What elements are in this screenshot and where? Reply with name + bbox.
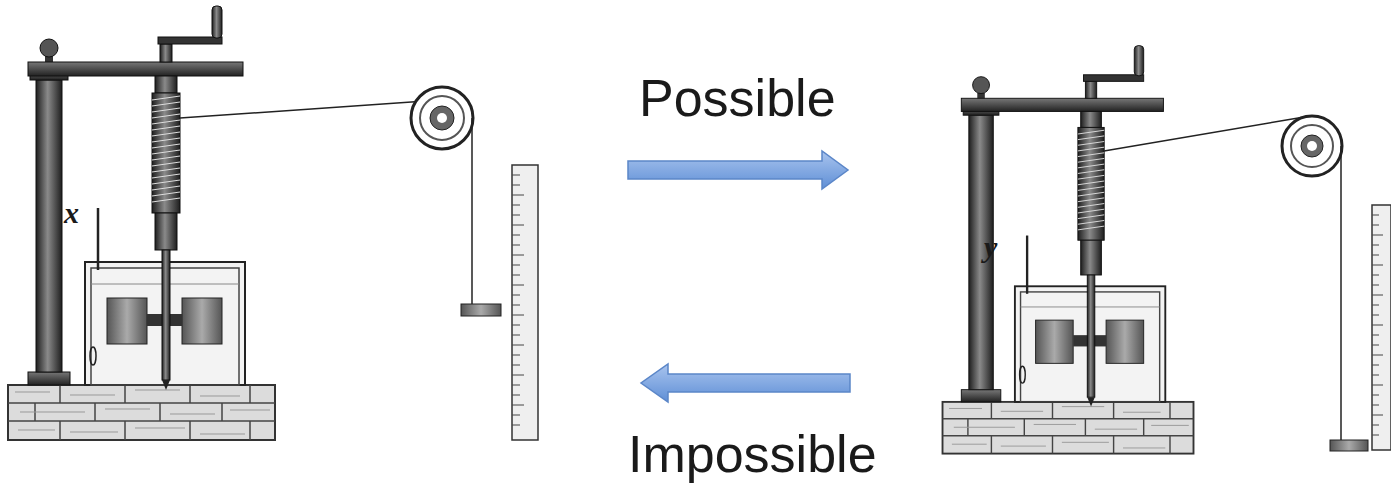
right-apparatus-part — [1104, 116, 1310, 151]
left-apparatus-part — [471, 118, 473, 304]
variable-label: y — [984, 232, 997, 262]
left-apparatus-part — [512, 175, 524, 425]
right-apparatus-part — [1330, 440, 1368, 451]
forward-arrow-part — [628, 151, 848, 189]
arrow-label: Possible — [639, 72, 836, 124]
left-apparatus-part — [420, 96, 464, 140]
left-apparatus-part — [437, 113, 447, 123]
left-apparatus — [8, 6, 538, 440]
backward-arrow — [641, 364, 850, 402]
right-apparatus-part — [1340, 146, 1342, 440]
right-apparatus-part — [1301, 135, 1323, 157]
right-apparatus-part-part — [943, 46, 1194, 454]
arrow-label: Impossible — [628, 428, 877, 480]
right-apparatus — [943, 46, 1391, 454]
right-apparatus-part — [1282, 116, 1342, 176]
right-apparatus-part — [1307, 141, 1317, 151]
left-apparatus-part — [430, 106, 454, 130]
left-apparatus-part — [180, 100, 440, 118]
variable-label: x — [64, 198, 79, 228]
backward-arrow-part — [641, 364, 850, 402]
left-apparatus-part — [411, 87, 473, 149]
right-apparatus-part — [1372, 205, 1391, 450]
left-apparatus-part — [461, 304, 501, 316]
right-apparatus-part — [943, 46, 1194, 454]
left-apparatus-part — [8, 6, 275, 440]
forward-arrow — [628, 151, 848, 189]
left-apparatus-part — [512, 165, 538, 440]
right-apparatus-part — [1291, 125, 1333, 167]
right-apparatus-part — [1372, 215, 1383, 435]
